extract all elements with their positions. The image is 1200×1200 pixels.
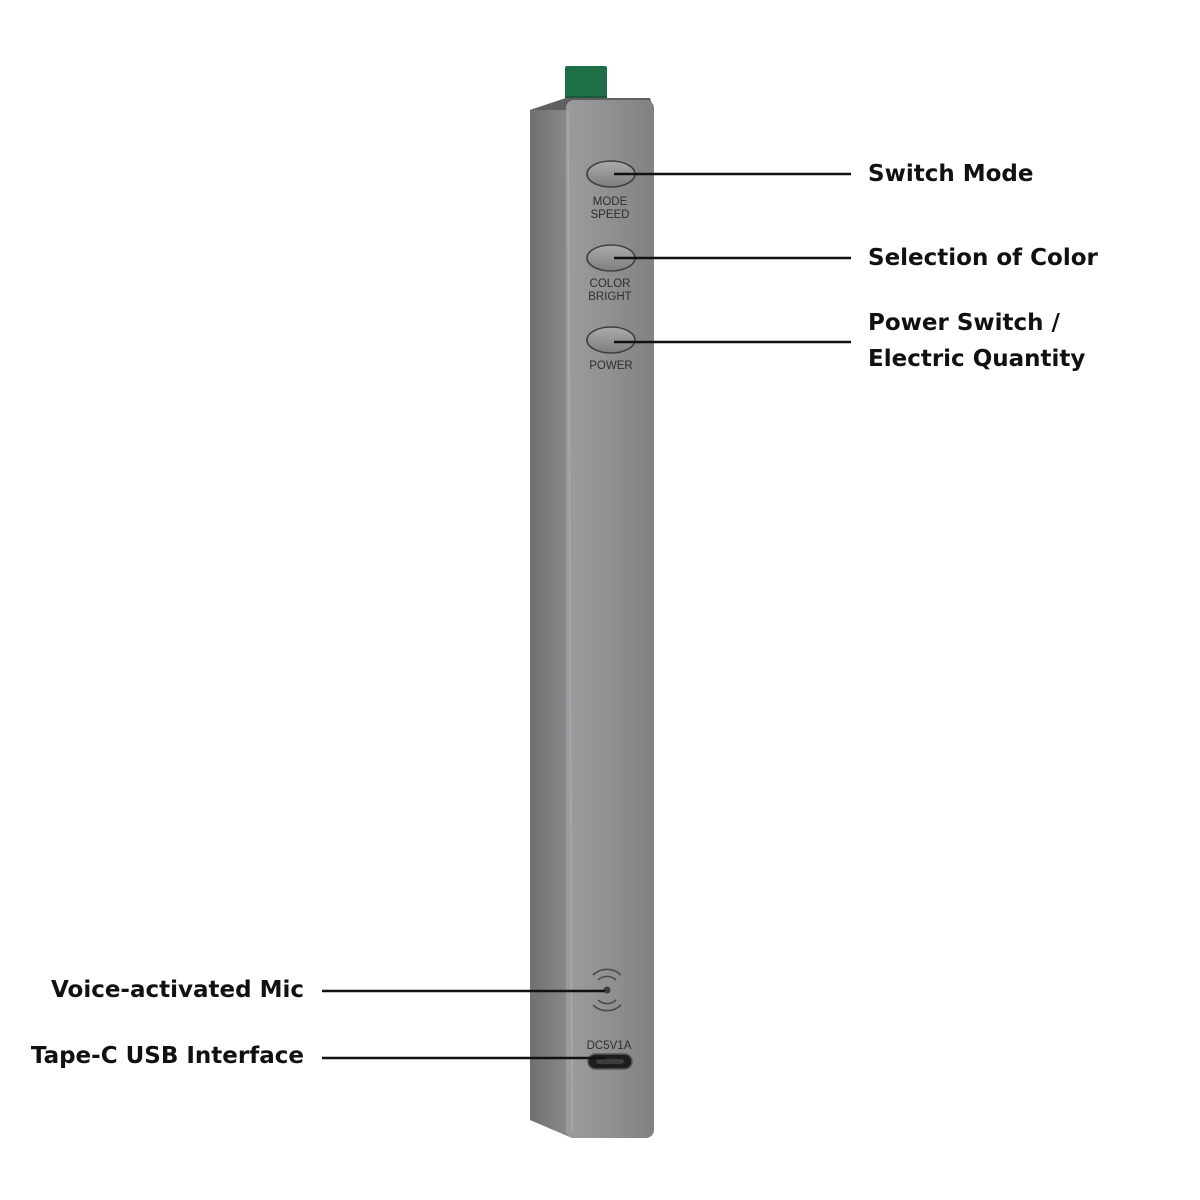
callout-power-switch-line1: Power Switch / (868, 310, 1060, 336)
callout-voice-mic: Voice-activated Mic (50, 977, 304, 1003)
mic-icon (592, 968, 622, 1012)
device-front-face (566, 100, 654, 1138)
callout-usb-interface: Tape-C USB Interface (30, 1043, 304, 1069)
device-side-face (530, 98, 572, 1138)
mode-speed-label-line1: MODE (593, 196, 628, 208)
device-edge-highlight (567, 109, 573, 1131)
power-button[interactable] (586, 326, 636, 354)
callout-switch-mode: Switch Mode (868, 161, 1034, 187)
color-bright-label-line1: COLOR (590, 278, 631, 290)
green-tab (565, 66, 607, 104)
port-label: DC5V1A (587, 1040, 632, 1052)
callout-power-switch-line2: Electric Quantity (868, 346, 1086, 372)
callout-selection-of-color: Selection of Color (868, 245, 1098, 271)
color-bright-label-line2: BRIGHT (588, 291, 631, 303)
mode-speed-label-line2: SPEED (591, 209, 630, 221)
power-label: POWER (589, 360, 632, 372)
usb-c-port-inner (596, 1059, 624, 1064)
